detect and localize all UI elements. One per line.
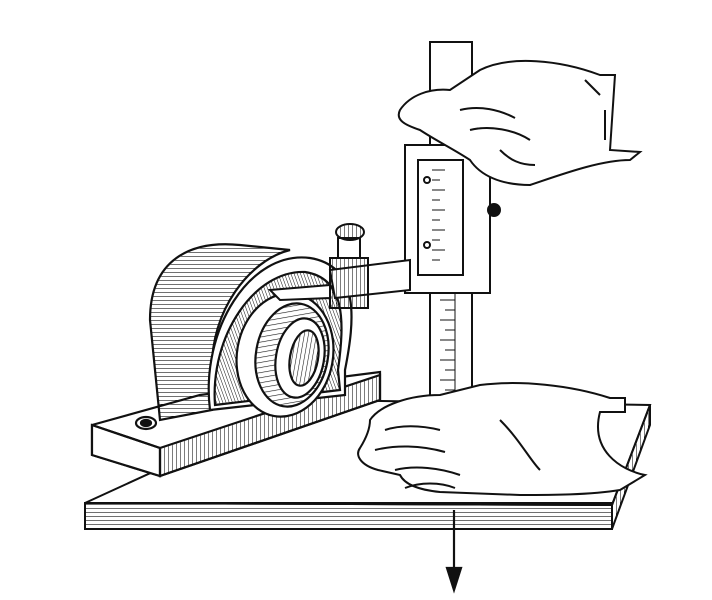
down-arrow-icon bbox=[447, 510, 461, 590]
clamp-knob bbox=[336, 224, 364, 240]
scriber-clamp bbox=[338, 238, 360, 258]
scriber-tip bbox=[270, 285, 330, 300]
upper-hand bbox=[399, 61, 640, 185]
beam-scale bbox=[440, 290, 455, 395]
vernier-scale bbox=[432, 170, 445, 260]
lower-hand bbox=[358, 383, 645, 495]
locking-screw bbox=[488, 204, 500, 216]
